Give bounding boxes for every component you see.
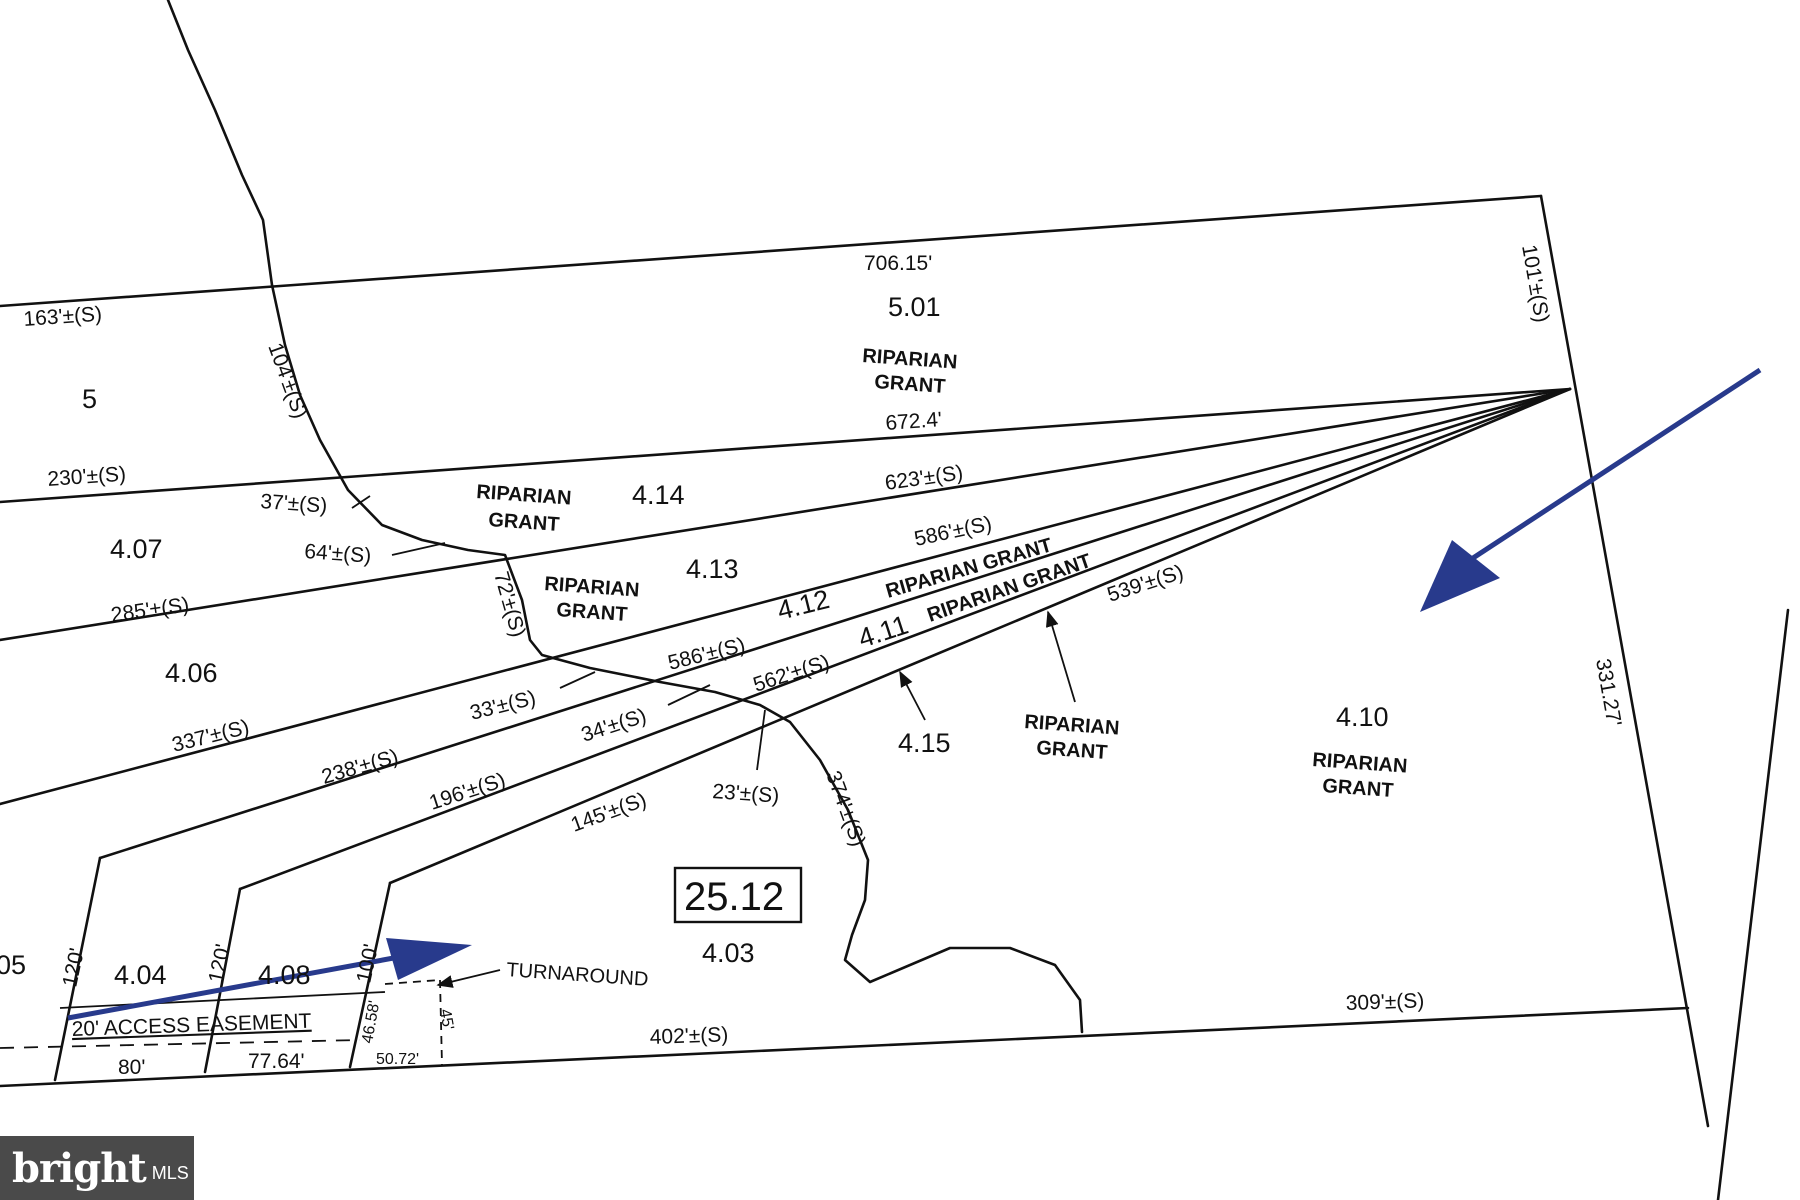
blue-arrow-west <box>67 938 472 1021</box>
lot-line-415-410 <box>388 387 1572 885</box>
leader-34 <box>667 684 711 706</box>
lot-line-501-414 <box>0 387 1572 504</box>
lot-number-4-07: 4.07 <box>110 534 163 564</box>
dim-101: 101'±(S) <box>1517 243 1553 324</box>
dim-285: 285'±(S) <box>109 593 190 627</box>
dim-562: 562'±(S) <box>750 651 832 697</box>
leader-415 <box>899 670 926 721</box>
lot-number-4-04: 4.04 <box>114 960 167 990</box>
svg-text:RIPARIAN: RIPARIAN <box>862 345 958 374</box>
block-number-box <box>673 866 803 924</box>
riparian-grant-4-14: RIPARIAN GRANT <box>476 481 572 536</box>
dim-80: 80' <box>118 1056 145 1079</box>
blue-arrow-east <box>1420 367 1762 612</box>
lot-line-412-411 <box>98 387 1572 860</box>
svg-text:GRANT: GRANT <box>1036 737 1108 764</box>
dim-33: 33'±(S) <box>468 686 538 724</box>
dim-163: 163'±(S) <box>23 303 103 331</box>
dim-238: 238'±(S) <box>319 745 401 789</box>
dim-104: 104'±(S) <box>263 340 311 422</box>
leader-64 <box>391 542 446 556</box>
lot-line-411-415 <box>238 387 1572 891</box>
dim-45: 45' <box>436 1008 456 1031</box>
dim-331-27: 331.27' <box>1591 657 1626 728</box>
lot-number-5-01: 5.01 <box>888 292 941 322</box>
svg-text:RIPARIAN: RIPARIAN <box>544 573 640 602</box>
lot-line-413-412 <box>0 387 1572 806</box>
lot-number-4-06: 4.06 <box>165 658 218 688</box>
riparian-grant-4-10: RIPARIAN GRANT <box>1312 749 1408 802</box>
dim-50-72: 50.72' <box>376 1051 419 1068</box>
svg-text:GRANT: GRANT <box>1322 775 1394 802</box>
watermark-mls: MLS <box>151 1162 189 1183</box>
watermark-brand: bright <box>12 1144 147 1192</box>
lot-number-4-14: 4.14 <box>632 480 685 510</box>
turnaround-side <box>439 979 443 1066</box>
lot-number-4-13: 4.13 <box>686 554 739 584</box>
north-boundary-line <box>0 194 1543 308</box>
dim-672-4: 672.4' <box>885 408 943 435</box>
dim-337: 337'±(S) <box>170 716 252 757</box>
easement-dashed-line <box>0 1039 361 1049</box>
lot-number-4-15: 4.15 <box>898 728 951 758</box>
svg-text:GRANT: GRANT <box>874 371 946 398</box>
leader-riparian-411 <box>1045 610 1076 703</box>
dim-23: 23'±(S) <box>712 780 780 808</box>
lot-number-4-11: 4.11 <box>855 610 912 654</box>
lot-number-4-10: 4.10 <box>1336 702 1389 732</box>
dim-64: 64'±(S) <box>304 540 372 568</box>
svg-text:RIPARIAN: RIPARIAN <box>1024 711 1120 740</box>
lot-number-4-03: 4.03 <box>702 938 755 968</box>
east-boundary-line <box>1539 194 1710 1128</box>
svg-text:GRANT: GRANT <box>556 599 628 626</box>
svg-text:RIPARIAN: RIPARIAN <box>1312 749 1408 778</box>
lot-line-408-west <box>203 887 242 1074</box>
dim-196: 196'±(S) <box>426 769 508 815</box>
leader-turnaround <box>436 969 501 988</box>
svg-text:RIPARIAN: RIPARIAN <box>476 481 572 510</box>
dim-586-b: 586'±(S) <box>666 634 748 675</box>
dim-100: 100' <box>352 942 383 985</box>
dim-37: 37'±(S) <box>260 490 328 518</box>
leader-23 <box>756 709 766 771</box>
dim-402: 402'±(S) <box>649 1023 728 1049</box>
lot-number-5: 5 <box>82 384 97 414</box>
bright-mls-watermark: bright MLS <box>0 1136 194 1200</box>
dim-230: 230'±(S) <box>47 463 127 491</box>
lot-number-4-08: 4.08 <box>258 960 311 990</box>
south-boundary-line <box>0 1006 1690 1088</box>
riparian-grant-5-01: RIPARIAN GRANT <box>862 345 958 398</box>
dim-145: 145'±(S) <box>568 788 650 836</box>
dim-623: 623'±(S) <box>883 461 964 495</box>
turnaround-top <box>384 979 441 985</box>
leader-37 <box>351 495 371 509</box>
lot-line-403-west <box>348 881 392 1069</box>
lot-line-404-west <box>53 856 102 1082</box>
lot-line-414-413 <box>0 387 1572 642</box>
leader-33 <box>559 671 596 689</box>
dim-374: 374'±(S) <box>821 768 869 850</box>
dim-120-a: 120' <box>58 946 89 989</box>
stream-line <box>166 0 1084 1034</box>
easement-line-upper <box>59 991 386 1009</box>
far-east-line <box>1716 608 1790 1200</box>
access-easement-label: 20' ACCESS EASEMENT <box>71 1010 312 1041</box>
block-number: 25.12 <box>684 875 784 919</box>
lot-number-4-12: 4.12 <box>774 584 832 626</box>
dim-706-15: 706.15' <box>864 252 932 275</box>
riparian-grant-4-13: RIPARIAN GRANT <box>544 573 640 626</box>
dim-120-b: 120' <box>204 942 235 985</box>
dim-309: 309'±(S) <box>1345 989 1424 1015</box>
svg-text:GRANT: GRANT <box>488 509 560 536</box>
dim-77-64: 77.64' <box>248 1050 305 1073</box>
turnaround-label: TURNAROUND <box>506 959 649 991</box>
lot-number-05: 05 <box>0 950 26 980</box>
riparian-grant-4-15: RIPARIAN GRANT <box>1024 711 1120 764</box>
